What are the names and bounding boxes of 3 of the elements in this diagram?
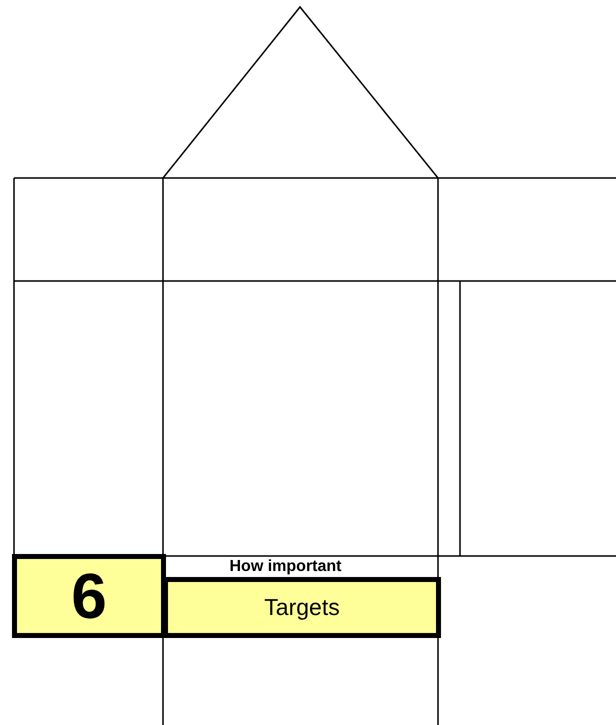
row-heading: Targets xyxy=(163,577,441,638)
step-number: 6 xyxy=(12,554,166,638)
column-heading: How important xyxy=(228,558,342,576)
